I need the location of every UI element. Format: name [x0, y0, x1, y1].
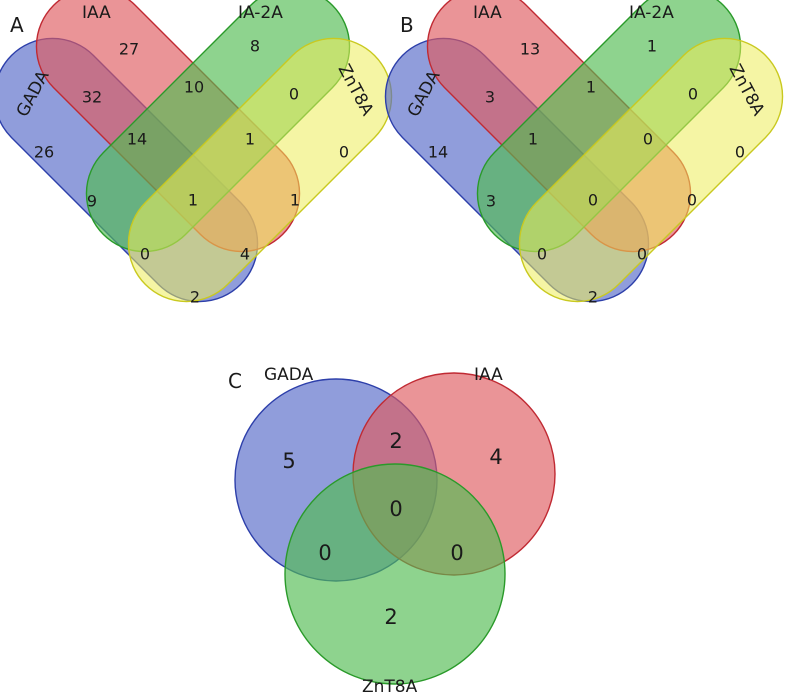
count-iaa-only: 27 [119, 40, 139, 59]
count-gada-ia2a-znt8a: 0 [537, 245, 547, 264]
count-all: 1 [188, 191, 198, 210]
count-gada-ia2a-znt8a: 0 [140, 245, 150, 264]
count-iaa-znt8a: 0 [450, 541, 463, 565]
count-gada-only: 5 [282, 449, 295, 473]
venn-b-shapes [384, 0, 784, 303]
count-gada-iaa-znt8a: 0 [637, 245, 647, 264]
set-label-gada: GADA [264, 365, 314, 385]
panel-label-c: C [228, 369, 242, 393]
count-iaa-only: 4 [489, 445, 502, 469]
count-ia2a-only: 1 [647, 37, 657, 56]
count-gada-iaa: 32 [82, 88, 102, 107]
set-label-iaa: IAA [473, 3, 502, 23]
count-ia2a-znt8a: 0 [688, 85, 698, 104]
count-ia2a-znt8a: 0 [289, 85, 299, 104]
count-gada-znt8a: 2 [190, 288, 200, 307]
set-label-iaa: IAA [474, 365, 503, 385]
count-gada-ia2a: 3 [486, 192, 496, 211]
set-label-ia2a: IA-2A [238, 3, 283, 23]
count-iaa-znt8a: 1 [290, 191, 300, 210]
count-gada-only: 14 [428, 143, 448, 162]
count-znt8a-only: 0 [339, 143, 349, 162]
count-gada-iaa: 3 [485, 88, 495, 107]
count-gada-iaa-znt8a: 4 [240, 245, 250, 264]
count-gada-iaa-ia2a: 1 [528, 130, 538, 149]
count-gada-znt8a: 0 [318, 541, 331, 565]
venn-panel-c: C GADA IAA ZnT8A 5 2 4 0 0 0 2 [228, 365, 556, 697]
panel-label-a: A [10, 13, 24, 37]
count-gada-iaa: 2 [389, 429, 402, 453]
count-iaa-ia2a: 1 [586, 78, 596, 97]
count-znt8a-only: 2 [384, 605, 397, 629]
panel-label-b: B [400, 13, 414, 37]
venn-a-shapes [0, 0, 393, 303]
set-shape-znt8a [284, 463, 506, 685]
set-label-ia2a: IA-2A [629, 3, 674, 23]
venn-panel-a: A IAA IA-2A GADA ZnT8A 27 8 32 10 0 14 [0, 0, 393, 307]
count-all: 0 [389, 497, 402, 521]
count-all: 0 [588, 191, 598, 210]
count-iaa-ia2a: 10 [184, 78, 204, 97]
count-iaa-only: 13 [520, 40, 540, 59]
count-gada-only: 26 [34, 143, 54, 162]
count-iaa-znt8a: 0 [687, 191, 697, 210]
venn-panel-b: B IAA IA-2A GADA ZnT8A 13 1 3 1 0 1 0 14… [384, 0, 784, 307]
count-gada-znt8a: 2 [588, 288, 598, 307]
venn-c-shapes [234, 372, 556, 685]
count-znt8a-only: 0 [735, 143, 745, 162]
count-iaa-ia2a-znt8a: 0 [643, 130, 653, 149]
set-shape-znt8a [518, 37, 784, 303]
count-gada-iaa-ia2a: 14 [127, 130, 147, 149]
set-shape-znt8a [127, 37, 393, 303]
set-label-iaa: IAA [82, 3, 111, 23]
count-gada-ia2a: 9 [87, 192, 97, 211]
count-ia2a-only: 8 [250, 37, 260, 56]
count-iaa-ia2a-znt8a: 1 [245, 130, 255, 149]
set-label-znt8a: ZnT8A [362, 677, 418, 697]
